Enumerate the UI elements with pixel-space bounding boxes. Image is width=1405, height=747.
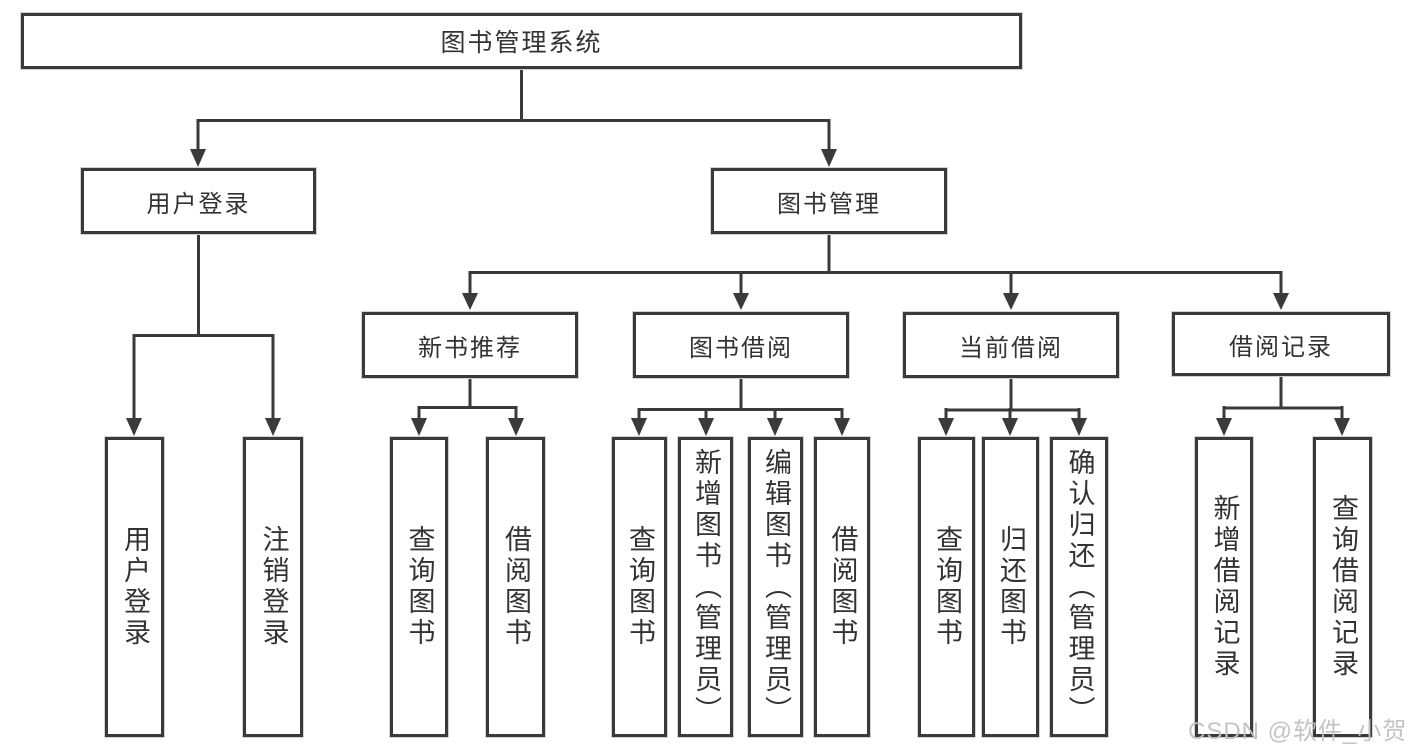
node-book-management-label: 图书管理 xyxy=(777,190,881,218)
leaf-query-books-current: 查询图书 xyxy=(918,437,975,737)
leaf-query-books-recommend: 查询图书 xyxy=(390,437,448,737)
leaf-borrow-books-recommend: 借阅图书 xyxy=(486,437,545,737)
leaf-return-book-label: 归还图书 xyxy=(996,525,1026,649)
leaf-add-book-admin: 新增图书（管理员） xyxy=(678,437,733,737)
leaf-add-borrow-record-label: 新增借阅记录 xyxy=(1209,494,1240,680)
node-borrow-records-label: 借阅记录 xyxy=(1229,333,1333,361)
node-book-management: 图书管理 xyxy=(711,168,947,234)
node-root-system-label: 图书管理系统 xyxy=(440,29,603,57)
leaf-return-book: 归还图书 xyxy=(982,437,1039,737)
node-user-login: 用户登录 xyxy=(81,168,316,234)
leaf-query-books-current-label: 查询图书 xyxy=(932,525,962,649)
node-current-borrow: 当前借阅 xyxy=(903,312,1119,378)
leaf-user-login-label: 用户登录 xyxy=(120,525,150,649)
csdn-watermark: CSDN @软件_小贺同学 xyxy=(1188,718,1405,745)
node-new-book-recommend-label: 新书推荐 xyxy=(418,334,522,362)
leaf-logout: 注销登录 xyxy=(243,437,303,737)
leaf-add-book-admin-label: 新增图书（管理员） xyxy=(691,447,721,727)
leaf-borrow-books-borrow: 借阅图书 xyxy=(814,437,870,737)
leaf-add-borrow-record: 新增借阅记录 xyxy=(1195,437,1253,737)
node-current-borrow-label: 当前借阅 xyxy=(959,334,1063,362)
leaf-borrow-books-recommend-label: 借阅图书 xyxy=(501,525,531,649)
node-book-borrow-label: 图书借阅 xyxy=(689,334,793,362)
leaf-query-books-borrow: 查询图书 xyxy=(612,437,667,737)
node-borrow-records: 借阅记录 xyxy=(1172,312,1390,376)
leaf-query-borrow-record: 查询借阅记录 xyxy=(1313,437,1372,737)
node-root-system: 图书管理系统 xyxy=(21,13,1022,69)
leaf-confirm-return-admin: 确认归还（管理员） xyxy=(1050,437,1108,737)
node-new-book-recommend: 新书推荐 xyxy=(362,312,578,378)
leaf-confirm-return-admin-label: 确认归还（管理员） xyxy=(1064,447,1095,727)
leaf-query-books-borrow-label: 查询图书 xyxy=(625,525,655,649)
leaf-query-books-recommend-label: 查询图书 xyxy=(404,525,435,649)
leaf-query-borrow-record-label: 查询借阅记录 xyxy=(1328,494,1358,680)
leaf-edit-book-admin: 编辑图书（管理员） xyxy=(748,437,803,737)
leaf-user-login: 用户登录 xyxy=(105,437,164,737)
leaf-logout-label: 注销登录 xyxy=(258,525,289,649)
node-user-login-label: 用户登录 xyxy=(146,190,251,218)
node-book-borrow: 图书借阅 xyxy=(633,312,849,378)
leaf-edit-book-admin-label: 编辑图书（管理员） xyxy=(761,447,791,727)
leaf-borrow-books-borrow-label: 借阅图书 xyxy=(827,525,858,649)
